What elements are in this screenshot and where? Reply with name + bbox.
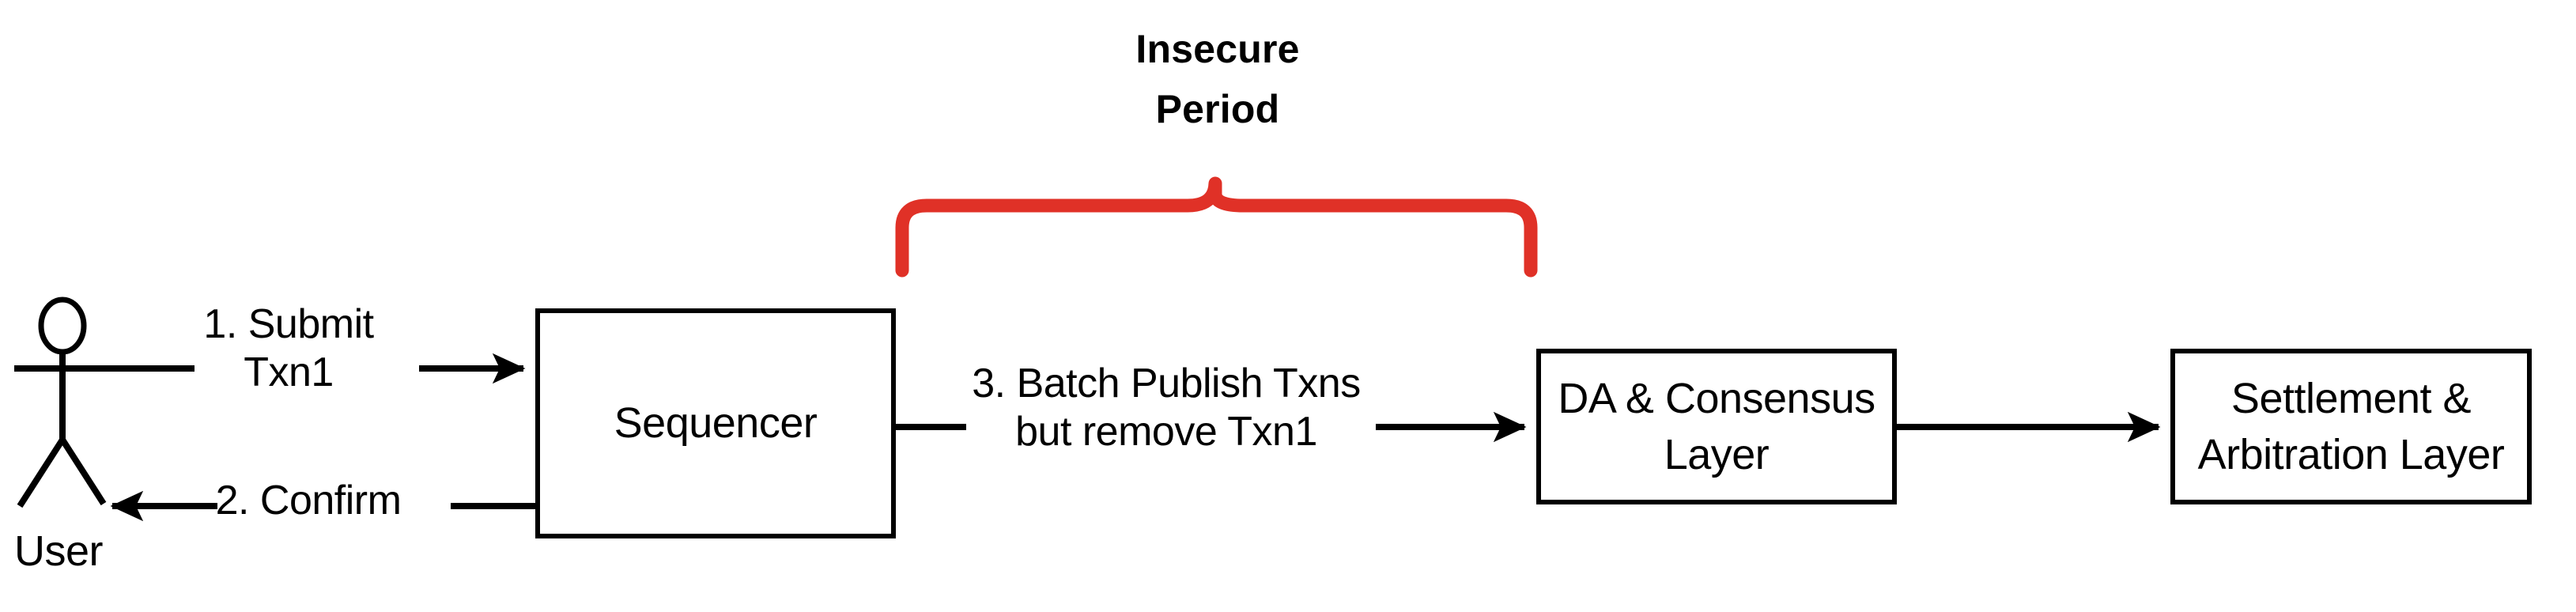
stick-figure-head-icon xyxy=(38,297,87,355)
stick-figure-icon xyxy=(14,297,107,508)
insecure-period-brace-icon xyxy=(895,176,1538,278)
edge-label-submit: 1. Submit Txn1 xyxy=(203,301,374,396)
stick-figure-leg-left-icon xyxy=(17,437,66,508)
node-da-consensus-layer[interactable]: DA & Consensus Layer xyxy=(1536,349,1897,504)
edge-label-confirm: 2. Confirm xyxy=(215,478,402,523)
node-sequencer[interactable]: Sequencer xyxy=(535,308,896,538)
node-settlement-arbitration-layer[interactable]: Settlement & Arbitration Layer xyxy=(2170,349,2532,504)
stick-figure-leg-right-icon xyxy=(59,437,107,506)
actor-label-user: User xyxy=(14,527,104,575)
insecure-period-annotation: Insecure Period xyxy=(1135,27,1300,131)
edge-label-batch-publish: 3. Batch Publish Txns but remove Txn1 xyxy=(972,361,1361,455)
